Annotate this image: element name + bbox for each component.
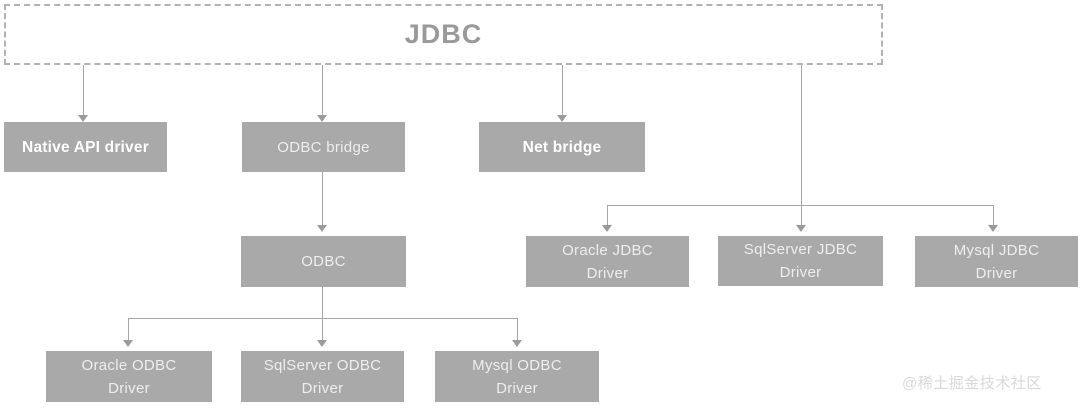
edge-odbc-oracle-arrowhead [123,340,133,347]
node-net-bridge-label: Net bridge [522,138,602,156]
edge-odbc-bridge-odbc-stem [322,172,323,225]
node-mysql-odbc-driver: Mysql ODBC Driver [435,351,599,402]
node-mysql-odbc-driver-line1: Mysql ODBC [472,356,562,374]
node-oracle-odbc-driver-line1: Oracle ODBC [81,356,177,374]
node-odbc-label: ODBC [301,253,346,270]
edge-jdbc-net-bridge-stem [562,65,563,115]
edge-jdbc-mysql-arrowhead [988,225,998,232]
node-oracle-jdbc-driver: Oracle JDBC Driver [526,236,689,287]
node-mysql-jdbc-driver: Mysql JDBC Driver [915,236,1078,287]
edge-jdbc-mysql-stem [993,205,994,225]
edge-odbc-sqlserver-arrowhead [317,340,327,347]
node-mysql-jdbc-driver-line2: Driver [975,264,1018,282]
node-oracle-odbc-driver-line2: Driver [108,379,150,397]
edge-odbc-drivers-trunk [322,287,323,318]
edge-jdbc-oracle-arrowhead [602,225,612,232]
edge-jdbc-net-bridge-arrowhead [557,115,567,122]
edge-odbc-mysql-arrowhead [512,340,522,347]
edge-odbc-mysql-stem [517,318,518,340]
node-jdbc: JDBC [4,4,883,65]
edge-jdbc-sqlserver-stem [801,205,802,225]
node-sqlserver-odbc-driver: SqlServer ODBC Driver [241,351,404,402]
node-odbc-bridge: ODBC bridge [242,122,405,172]
node-oracle-jdbc-driver-line1: Oracle JDBC [562,241,653,259]
node-mysql-jdbc-driver-line1: Mysql JDBC [953,241,1040,259]
edge-jdbc-odbc-bridge-stem [322,65,323,115]
node-mysql-odbc-driver-line2: Driver [496,379,538,397]
node-odbc-bridge-label: ODBC bridge [277,138,370,156]
node-oracle-odbc-driver: Oracle ODBC Driver [46,351,212,402]
node-odbc: ODBC [241,236,406,287]
node-sqlserver-odbc-driver-line1: SqlServer ODBC [263,356,382,374]
node-sqlserver-odbc-driver-line2: Driver [301,379,344,397]
edge-jdbc-odbc-bridge-arrowhead [317,115,327,122]
edge-jdbc-native-arrowhead [78,115,88,122]
edge-jdbc-drivers-crossbar [607,205,993,206]
edge-jdbc-sqlserver-arrowhead [796,225,806,232]
watermark-text: @稀土掘金技术社区 [902,375,1042,392]
edge-odbc-sqlserver-stem [322,318,323,340]
node-sqlserver-jdbc-driver-line2: Driver [779,264,822,281]
node-jdbc-label: JDBC [404,19,483,49]
node-native-api-driver-label: Native API driver [22,138,149,156]
node-native-api-driver: Native API driver [4,122,167,172]
edge-jdbc-native-stem [83,65,84,115]
node-sqlserver-jdbc-driver-line1: SqlServer JDBC [743,241,858,258]
node-net-bridge: Net bridge [479,122,645,172]
edge-odbc-bridge-odbc-arrowhead [317,225,327,232]
edge-odbc-oracle-stem [128,318,129,340]
node-oracle-jdbc-driver-line2: Driver [586,264,629,282]
edge-jdbc-oracle-stem [607,205,608,225]
node-sqlserver-jdbc-driver: SqlServer JDBC Driver [718,236,883,286]
edge-jdbc-drivers-trunk [801,65,802,205]
